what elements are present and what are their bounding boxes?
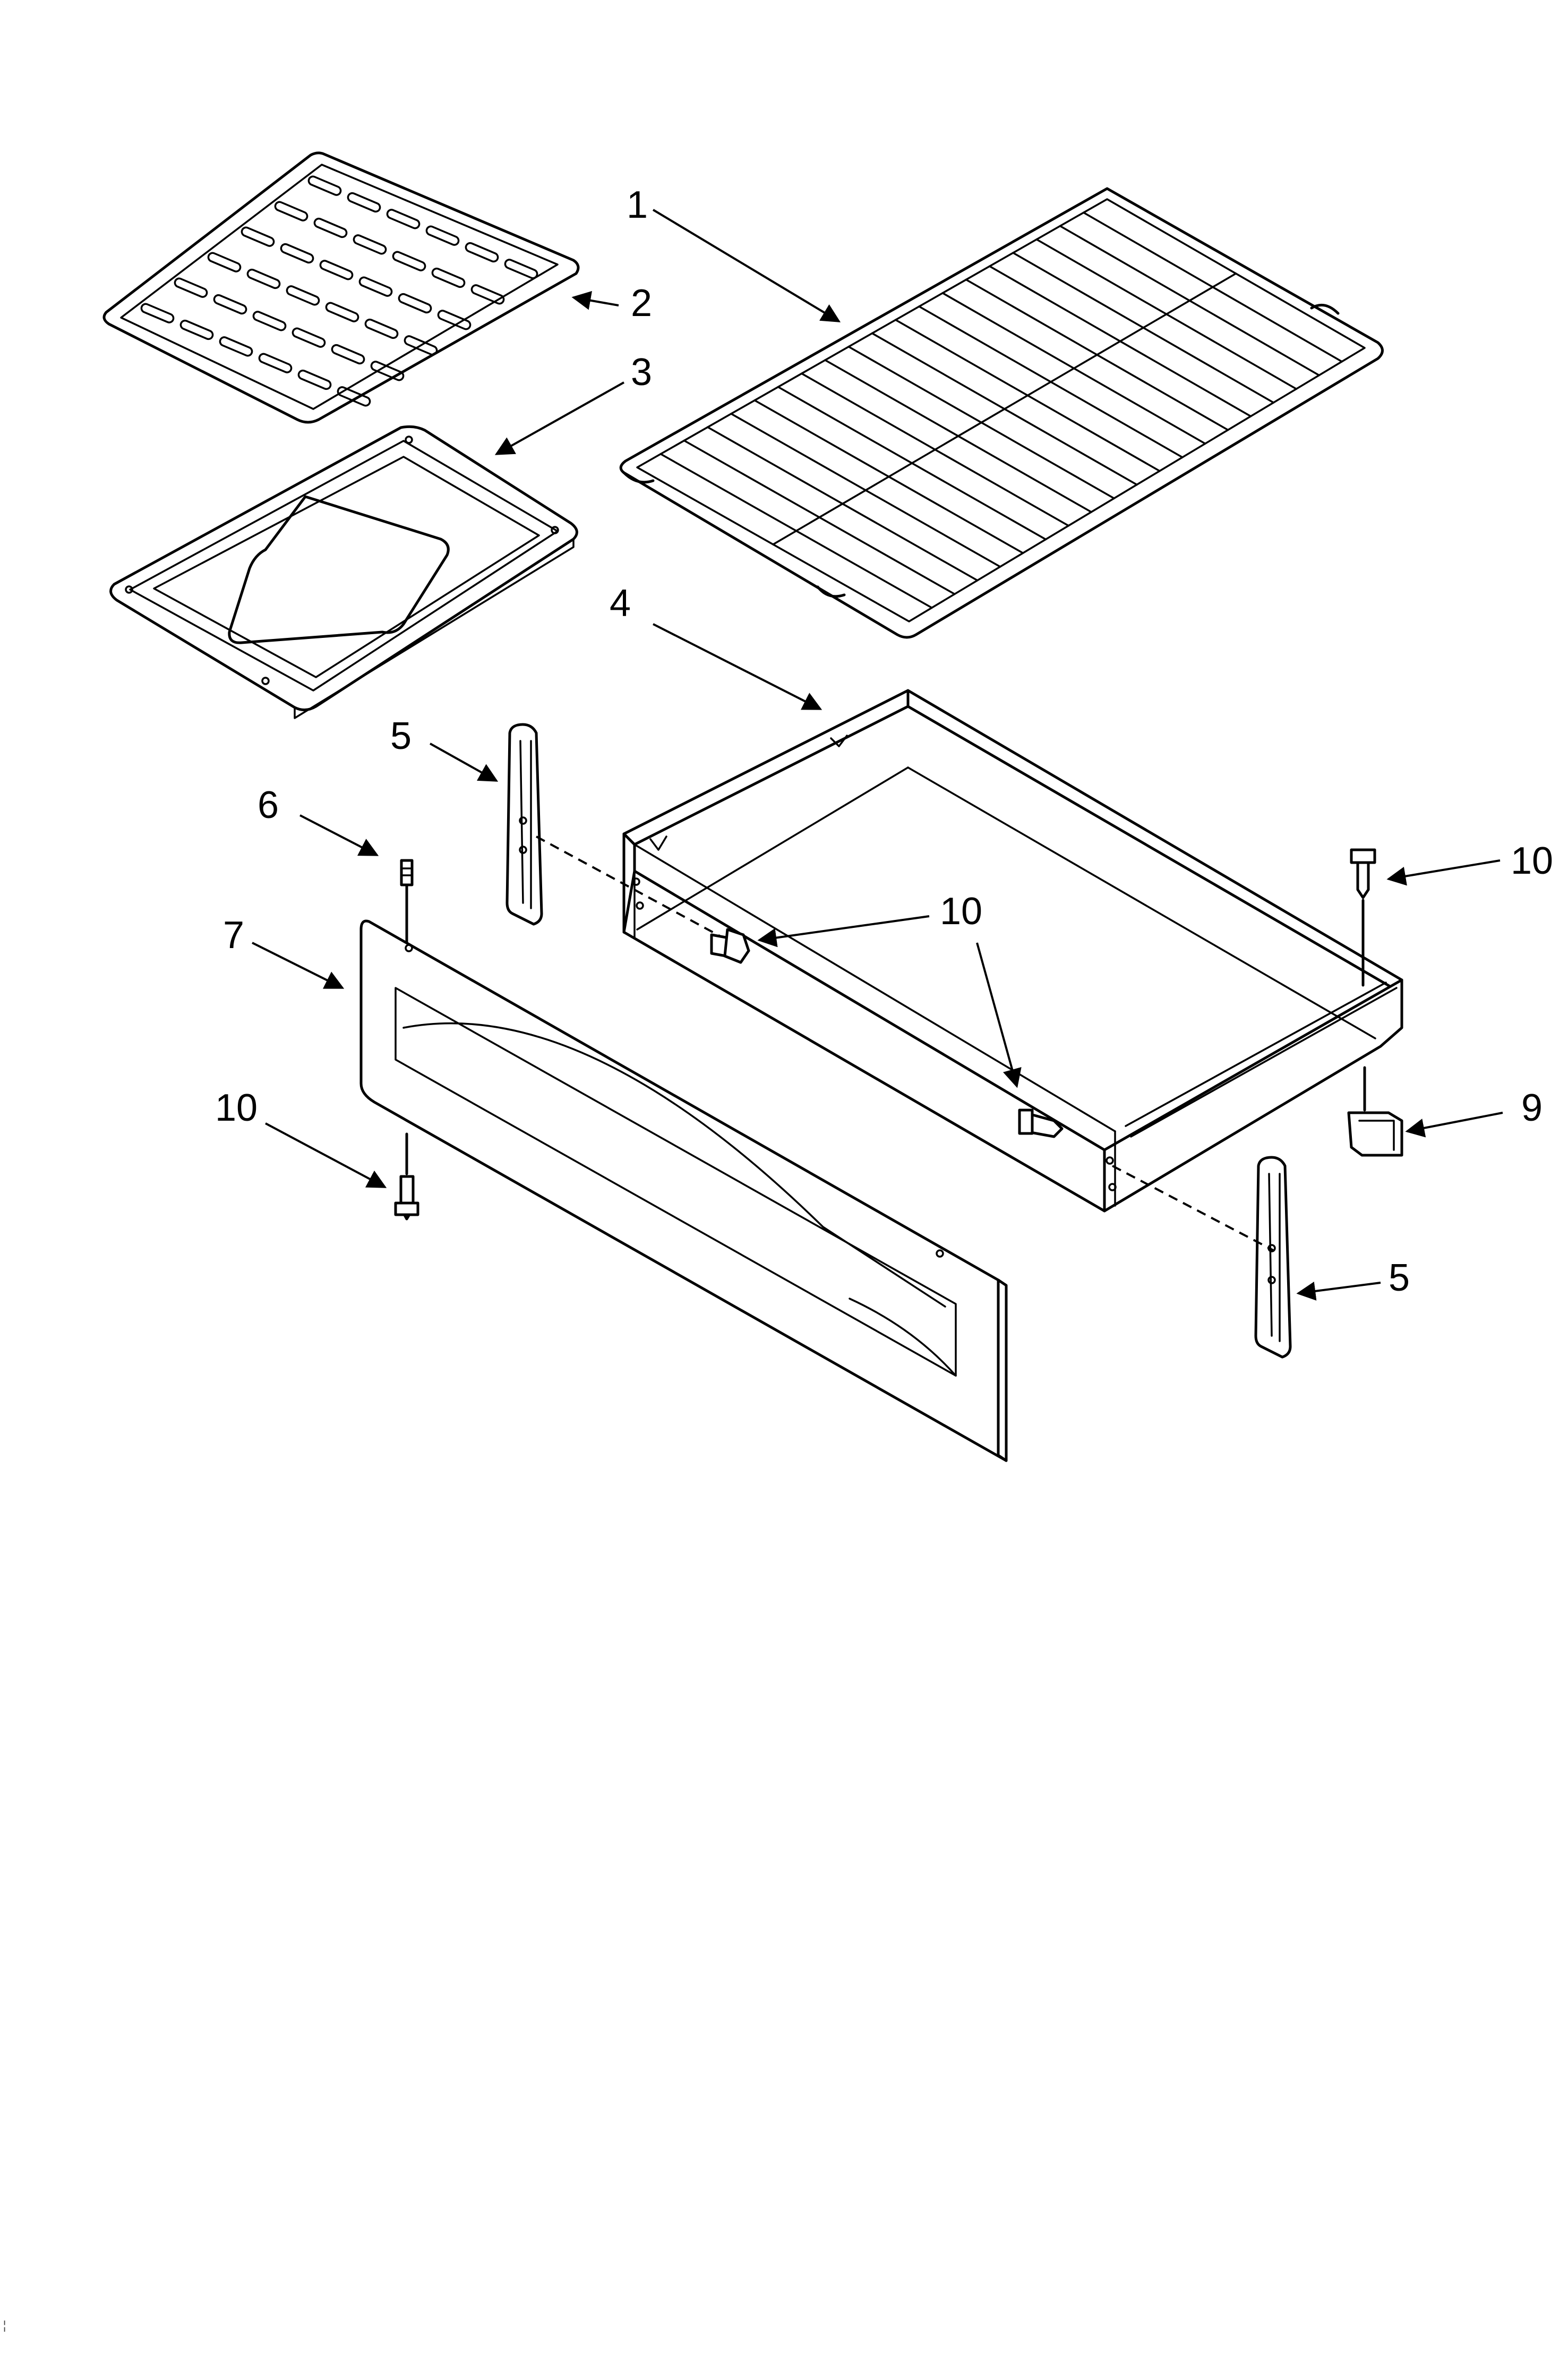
screw-drawer-front-part (1018, 1108, 1064, 1138)
broiler-pan-part (109, 425, 578, 719)
broiler-grid-slot (331, 344, 365, 365)
broiler-grid-slot (258, 353, 293, 373)
broiler-grid-slot (398, 293, 432, 314)
broiler-grid-slot (297, 369, 332, 390)
broiler-grid-slot (274, 201, 309, 221)
broiler-grid-slot (470, 284, 505, 305)
callout-10-middle: 10 (940, 890, 982, 933)
corner-tick-mark: ¦ (1, 2319, 8, 2333)
broiler-grid-slot (219, 336, 253, 357)
broiler-grid-slot (465, 242, 499, 263)
callout-9: 9 (1521, 1087, 1543, 1129)
broiler-grid-slot (337, 386, 371, 407)
broiler-grid-slot (386, 209, 421, 229)
broiler-grid-slot (241, 226, 275, 247)
broiler-grid-slot (292, 327, 326, 348)
oven-rack-bars (659, 211, 1343, 609)
leader-10d (1386, 859, 1501, 886)
oven-rack-center-bar (772, 272, 1237, 545)
leader-10b (757, 915, 930, 948)
leader-1 (652, 209, 841, 322)
broiler-grid-slot (280, 243, 314, 264)
broiler-grid-slot (425, 225, 460, 246)
oven-rack-part (619, 187, 1384, 639)
callout-5-right: 5 (1389, 1257, 1410, 1299)
broiler-grid-slot (207, 252, 242, 272)
broiler-grid-slot (437, 310, 472, 330)
leader-5a (430, 743, 499, 782)
leader-6 (299, 814, 379, 856)
broiler-grid-slot (392, 251, 426, 271)
leader-4 (653, 623, 822, 710)
screw-bottom-left-part (394, 1132, 419, 1221)
leader-10a (265, 1122, 387, 1188)
leader-10c (976, 942, 1022, 1088)
broiler-grid-slot (174, 277, 208, 298)
broiler-grid-slot (140, 303, 175, 323)
broiler-grid-slots (140, 175, 538, 407)
broiler-grid-slot (504, 259, 538, 279)
drawer-slide-left-part (505, 723, 543, 926)
callout-10-right: 10 (1511, 840, 1553, 882)
callout-1: 1 (627, 184, 648, 226)
drawer-slide-right-part (1254, 1156, 1292, 1359)
callout-2: 2 (631, 282, 652, 325)
broiler-grid-slot (431, 267, 466, 288)
drawer-clip-part (1347, 1066, 1403, 1157)
broiler-grid-slot (246, 268, 281, 289)
leader-3 (494, 381, 624, 455)
broiler-grid-slot (404, 335, 438, 356)
broiler-grid-slot (179, 319, 214, 340)
callout-4: 4 (610, 582, 631, 625)
callout-5-left: 5 (390, 715, 412, 757)
broiler-grid-slot (370, 361, 405, 381)
broiler-grid-slot (353, 234, 387, 255)
broiler-grid-slot (319, 260, 354, 280)
leader-5b (1296, 1282, 1381, 1301)
drawer-front-panel-part (359, 919, 1008, 1462)
broiler-grid-slot (347, 192, 381, 213)
screw-top-right-part (1350, 848, 1376, 987)
callout-10-left: 10 (215, 1087, 258, 1129)
broiler-grid-slot (307, 175, 342, 196)
callout-7: 7 (223, 914, 244, 957)
broiler-grid-part (102, 151, 580, 424)
broiler-grid-slot (358, 276, 393, 297)
broiler-grid-slot (213, 294, 247, 315)
screw-drawer-side-part (710, 928, 750, 964)
broiler-grid-slot (313, 217, 348, 238)
stud-part (400, 859, 414, 944)
leader-9 (1405, 1112, 1503, 1138)
callout-6: 6 (258, 784, 279, 826)
leader-2 (571, 291, 619, 310)
broiler-grid-slot (325, 302, 359, 322)
broiler-grid-slot (286, 285, 320, 306)
leader-7 (252, 942, 345, 989)
broiler-grid-slot (364, 318, 399, 339)
callout-3: 3 (631, 351, 652, 394)
broiler-grid-slot (252, 311, 287, 331)
